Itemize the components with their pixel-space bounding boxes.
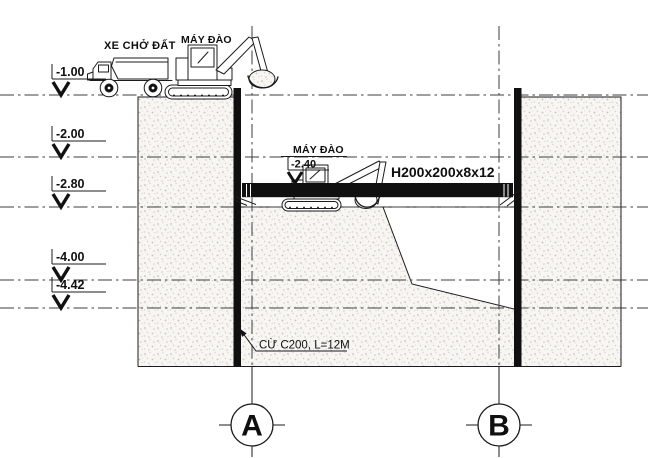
- grid-axis-letter: B: [488, 410, 510, 443]
- excavator-surface-drawing: [164, 36, 279, 100]
- elevation-value: -2.00: [56, 127, 85, 141]
- sheet-pile-label: CỪ C200, L=12M: [259, 339, 350, 352]
- surface-excavator-window: [190, 47, 215, 68]
- surface-excavator-window-slash: [197, 51, 209, 64]
- elevation-marker-group: -1.00 -2.00 -2.80 -4.00 -4.42: [51, 64, 106, 312]
- elevation-marker: -4.42: [51, 277, 106, 312]
- pit-excavator-label-group: MÁY ĐÀO: [281, 143, 347, 157]
- elevation-marker: -2.80: [51, 176, 106, 211]
- surface-excavator-track-links: [173, 94, 224, 97]
- elevation-marker: -1.00: [51, 64, 106, 99]
- grid-bubble-a: A: [219, 403, 285, 447]
- surface-excavator-bucket: [247, 75, 279, 89]
- soil-right-outline: [521, 96, 622, 367]
- strut-beam-label: H200x200x8x12: [391, 164, 495, 180]
- pit-excavator-bucket-edge: [354, 195, 381, 208]
- surface-excavator-label: MÁY ĐÀO: [181, 33, 232, 46]
- excavation-slope-line: [382, 206, 515, 310]
- grid-bubble-circle: [477, 403, 521, 447]
- level-arrow-icon: [51, 193, 71, 211]
- grid-axis-letter: A: [241, 410, 263, 443]
- grid-bubble-circle: [230, 403, 274, 447]
- strut-beam-brackets: [234, 189, 521, 207]
- soil-left-block: [138, 97, 234, 367]
- truck-window: [98, 64, 109, 73]
- surface-excavator-track-inner: [168, 87, 229, 97]
- leader-line: [240, 329, 347, 352]
- level-arrow-icon: [51, 294, 71, 312]
- surface-excavator-cab: [187, 44, 218, 81]
- soil-right-block: [521, 97, 621, 367]
- pit-excavator-window-slash: [309, 169, 321, 180]
- soil-pit-bottom: [241, 207, 514, 367]
- truck-dump-bed: [111, 57, 169, 80]
- strut-beam: [234, 183, 521, 207]
- elevation-value: -2.40: [291, 159, 316, 171]
- level-arrow-icon: [51, 81, 71, 99]
- surface-excavator-deck: [177, 79, 232, 86]
- elevation-value: -2.80: [56, 177, 85, 191]
- pit-bench-elevation-marker: -2.40: [286, 157, 329, 186]
- soil-masses: [138, 97, 621, 367]
- pit-excavator-label: MÁY ĐÀO: [293, 143, 344, 156]
- level-arrow-icon: [51, 266, 71, 284]
- sheet-pile-callout: CỪ C200, L=12M: [239, 328, 350, 352]
- elevation-marker: -4.00: [51, 249, 106, 284]
- pit-excavator-window: [305, 167, 326, 183]
- strut-beam-bar: [242, 183, 513, 198]
- pit-excavator-track-links: [289, 206, 333, 209]
- strut-beam-end-plates: [246, 184, 509, 197]
- truck-hood: [87, 71, 94, 81]
- grid-bubble-b: B: [466, 403, 532, 447]
- elevation-value: -4.42: [56, 278, 85, 292]
- sheet-pile-left: [233, 88, 241, 367]
- elevation-marker: -2.00: [51, 126, 106, 161]
- truck-label: XE CHỞ ĐẤT: [104, 39, 176, 52]
- leader-arrow-icon: [239, 328, 247, 337]
- elevation-value: -1.00: [56, 65, 85, 79]
- elevation-value: -4.00: [56, 250, 85, 264]
- dump-truck-drawing: [87, 57, 173, 98]
- level-arrow-icon: [286, 171, 304, 186]
- sheet-pile-right: [514, 88, 522, 367]
- level-arrow-icon: [51, 143, 71, 161]
- surface-excavator-counterweight: [175, 57, 189, 81]
